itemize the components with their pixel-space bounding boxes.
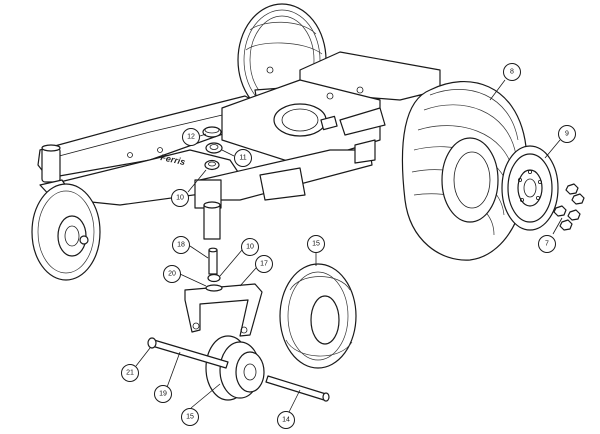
svg-text:12: 12 [187,134,195,141]
rear-right-tire [401,81,528,261]
front-rim [205,335,265,401]
svg-text:10: 10 [176,195,184,202]
svg-text:7: 7 [545,241,549,248]
svg-text:11: 11 [239,155,246,162]
caster-fork-17 [184,283,263,337]
rear-rim [501,145,559,231]
svg-text:15: 15 [186,414,194,421]
lug-nuts [553,183,585,231]
axle-bolt-19 [147,337,229,369]
callout-9: 9 [558,125,576,143]
axle-pin-14 [265,375,330,402]
bushing-10-upper [204,159,220,171]
svg-text:8: 8 [510,69,514,76]
spindle-cap-12 [202,126,222,138]
main-frame: Ferris [37,51,441,209]
callout-15-rim: 15 [181,408,199,426]
callout-11: 11 [234,149,252,167]
svg-text:18: 18 [177,242,185,249]
svg-text:20: 20 [168,271,176,278]
leader-lines [135,79,563,413]
callout-12: 12 [182,128,200,146]
callout-21: 21 [121,364,139,382]
svg-text:9: 9 [565,131,569,138]
svg-text:21: 21 [126,370,134,377]
front-left-caster-wheel [31,144,101,281]
svg-text:17: 17 [260,261,268,268]
callout-20: 20 [163,265,181,283]
callout-15-tire: 15 [307,235,325,253]
callout-14: 14 [277,411,295,429]
callout-18: 18 [172,236,190,254]
svg-text:10: 10 [246,244,254,251]
svg-text:15: 15 [312,241,320,248]
bushing-10-lower [207,273,221,283]
bushing-11 [205,142,223,154]
callout-8: 8 [503,63,521,81]
svg-text:14: 14 [282,417,290,424]
callout-17: 17 [255,255,273,273]
front-tire [279,263,357,369]
caster-pivot-tube [203,201,221,240]
spindle-bolt-18 [208,247,218,275]
callout-10-lower: 10 [241,238,259,256]
svg-text:19: 19 [159,391,167,398]
callout-7: 7 [538,235,556,253]
callout-10-upper: 10 [171,189,189,207]
callout-19: 19 [154,385,172,403]
